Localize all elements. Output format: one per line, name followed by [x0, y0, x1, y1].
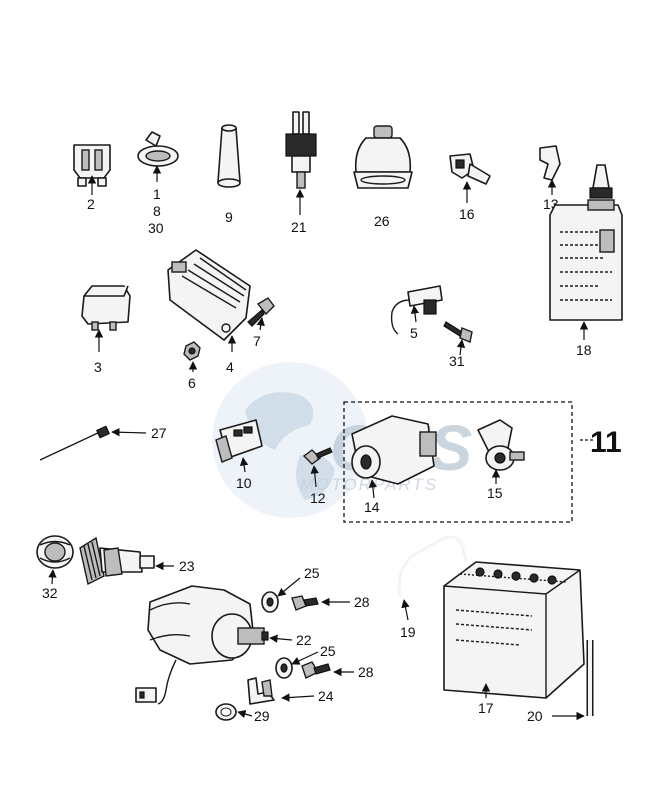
ignition-group-box	[343, 401, 573, 523]
label-25-lower: 25	[320, 643, 336, 659]
label-11: 11	[590, 426, 622, 459]
starter-motor-part-22	[135, 585, 269, 705]
label-31: 31	[449, 353, 465, 369]
bolt-part-28-lower	[301, 661, 331, 679]
label-7: 7	[253, 333, 261, 349]
label-28-upper: 28	[354, 594, 370, 610]
acid-container-part-18	[549, 164, 623, 321]
washer-part-25-lower	[275, 657, 293, 679]
screw-part-7	[247, 297, 275, 327]
label-19: 19	[400, 624, 416, 640]
label-9: 9	[225, 209, 233, 225]
clamp-part-1	[137, 131, 179, 167]
connector-box-part-10	[215, 419, 263, 463]
washer-part-25-upper	[261, 591, 279, 613]
cap-part-26	[353, 125, 413, 189]
regulator-part-4	[167, 249, 251, 341]
fuse-part-2	[73, 144, 111, 187]
label-16: 16	[459, 206, 475, 222]
nut-part-6	[183, 341, 201, 361]
label-30: 30	[148, 220, 164, 236]
starter-drive-part-23	[79, 536, 155, 586]
label-14: 14	[364, 499, 380, 515]
screw-part-12	[302, 447, 333, 465]
battery-part-17	[443, 561, 585, 699]
clip-part-13	[539, 145, 561, 181]
label-8: 8	[153, 203, 161, 219]
sensor-part-5	[390, 285, 443, 335]
spring-part-32	[36, 535, 74, 569]
label-25-upper: 25	[304, 565, 320, 581]
seat-lock-part-15	[477, 419, 525, 471]
bracket-part-24	[247, 677, 275, 705]
ignition-switch-part-14	[351, 415, 437, 485]
label-15: 15	[487, 485, 503, 501]
label-32: 32	[42, 585, 58, 601]
label-12: 12	[310, 490, 326, 506]
label-24: 24	[318, 688, 334, 704]
label-26: 26	[374, 213, 390, 229]
bolt-part-28-upper	[291, 595, 319, 611]
switch-part-21	[285, 111, 317, 189]
label-23: 23	[179, 558, 195, 574]
connector-part-16	[449, 153, 491, 185]
label-21: 21	[291, 219, 307, 235]
bolt-part-31	[443, 321, 473, 343]
relay-part-3	[81, 285, 131, 331]
label-2: 2	[87, 196, 95, 212]
label-3: 3	[94, 359, 102, 375]
label-27: 27	[151, 425, 167, 441]
cable-tie-part-27	[39, 425, 110, 461]
label-10: 10	[236, 475, 252, 491]
o-ring-part-29	[215, 703, 237, 721]
label-29: 29	[254, 708, 270, 724]
label-20: 20	[527, 708, 543, 724]
label-28-lower: 28	[358, 664, 374, 680]
label-6: 6	[188, 375, 196, 391]
label-4: 4	[226, 359, 234, 375]
label-17: 17	[478, 700, 494, 716]
label-5: 5	[410, 325, 418, 341]
sleeve-part-9	[217, 124, 241, 188]
label-18: 18	[576, 342, 592, 358]
label-1: 1	[153, 186, 161, 202]
strap-part-19	[397, 535, 468, 597]
label-22: 22	[296, 632, 312, 648]
